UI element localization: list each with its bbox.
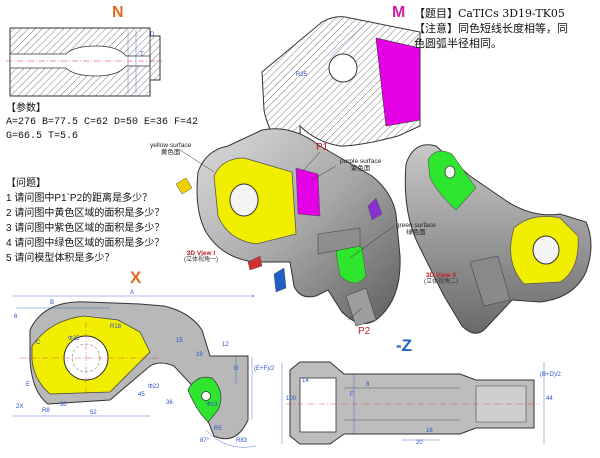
dim-12: 12 [222, 342, 229, 348]
params-block: 【参数】 A=276 B=77.5 C=62 D=50 E=36 F=42 G=… [6, 102, 198, 144]
dim-2x: 2X [16, 404, 24, 410]
view-label-x: X [130, 268, 142, 287]
params-line-2: G=66.5 T=5.6 [6, 131, 79, 142]
x-front-view [12, 295, 257, 448]
dim-87: 87° [200, 438, 210, 444]
dim-g: G [234, 366, 239, 372]
purple-surface-cn: 紫色面 [350, 165, 371, 172]
view-2-caption: 3D View II (立体视角二) [424, 272, 458, 286]
dim-c: C [36, 340, 41, 346]
point-p1-label: P1 [316, 142, 329, 153]
dim-14: 14 [302, 378, 309, 384]
dim-16: 16 [426, 428, 433, 434]
dim-15: 15 [176, 338, 183, 344]
3d-view-2 [404, 144, 592, 334]
yellow-surface-label: yellow surface 黄色面 [150, 142, 191, 156]
green-surface-en: green surface [396, 222, 436, 229]
axis-gnomon [175, 177, 383, 293]
dim-19: 19 [196, 352, 203, 358]
view-1-caption: 3D View I (立体视角一) [184, 250, 218, 264]
yellow-surface-en: yellow surface [150, 142, 192, 149]
view-1-title: 3D View I [186, 250, 216, 257]
view-label-n: N [112, 4, 124, 21]
dim-30: 30 [60, 402, 67, 408]
note-line-2: 色圆弧半径相同。 [414, 38, 502, 50]
question-item: 3 请问图中紫色区域的面积是多少？ [6, 223, 165, 234]
dim-45: 45 [138, 392, 145, 398]
question-item: 2 请问图中黄色区域的面积是多少？ [6, 208, 165, 219]
green-surface-cn: 绿色面 [406, 229, 426, 236]
dim-r18: R18 [110, 324, 122, 330]
questions-block: 【问题】 1 请问图中P1`P2的距离是多少？ 2 请问图中黄色区域的面积是多少… [6, 176, 164, 266]
view-label-z: -Z [396, 336, 413, 355]
view-1-sub: (立体视角一) [184, 257, 218, 263]
point-p2-label: P2 [358, 326, 371, 337]
dim-36: 36 [166, 400, 173, 406]
dim-r25: R25 [296, 72, 308, 78]
dim-t: T [140, 52, 144, 58]
view-2-sub: (立体视角二) [424, 279, 458, 285]
dim-a: A [130, 290, 135, 296]
dim-6: 6 [14, 314, 18, 320]
dim-20: 20 [416, 440, 423, 446]
questions-heading: 【问题】 [6, 178, 46, 189]
dim-100: 100 [286, 396, 297, 402]
dim-d22: Φ22 [148, 384, 160, 390]
dim-8: 8 [366, 382, 370, 388]
dim-d13: Φ13 [206, 402, 218, 408]
z-top-view [281, 361, 545, 445]
view-2-title: 3D View II [425, 272, 457, 279]
params-line-1: A=276 B=77.5 C=62 D=50 E=36 F=42 [6, 117, 199, 128]
dim-f: F [350, 392, 354, 398]
purple-surface-en: purple surface [340, 158, 382, 165]
topic-value: CaTICs 3D19-TK05 [458, 7, 565, 20]
n-section-view [6, 27, 162, 97]
dim-r83: R83 [236, 438, 248, 444]
leader-lines [179, 149, 395, 321]
yellow-surface-cn: 黄色面 [160, 149, 181, 156]
question-item: 1 请问图中P1`P2的距离是多少？ [6, 193, 153, 204]
dim-44: 44 [546, 396, 553, 402]
question-item: 5 请问模型体积是多少？ [6, 253, 115, 264]
dim-r5: R5 [214, 426, 222, 432]
dim-52: 52 [90, 410, 97, 416]
dim-r8: R8 [42, 408, 50, 414]
dim-e: E [26, 382, 31, 388]
dim-b: B [50, 300, 55, 306]
question-item: 4 请问图中绿色区域的面积是多少？ [6, 238, 165, 249]
params-heading: 【参数】 [6, 103, 46, 114]
dim-b-expr: (B+D)/2 [540, 372, 561, 378]
title-block: 【题目】CaTICs 3D19-TK05 【注意】同色短线长度相等，同 色圆弧半… [414, 6, 568, 52]
note-label: 【注意】 [414, 23, 458, 35]
dim-e-expr: (E+F)/2 [254, 366, 275, 372]
note-line-1: 同色短线长度相等，同 [458, 23, 568, 35]
dim-d: D [150, 32, 155, 38]
3d-view-1 [196, 128, 401, 327]
green-surface-label: green surface 绿色面 [396, 222, 436, 236]
purple-surface-label: purple surface 紫色面 [340, 158, 381, 172]
dim-d25: Φ25 [68, 336, 80, 342]
view-label-m: M [392, 4, 406, 21]
topic-label: 【题目】 [414, 8, 458, 20]
